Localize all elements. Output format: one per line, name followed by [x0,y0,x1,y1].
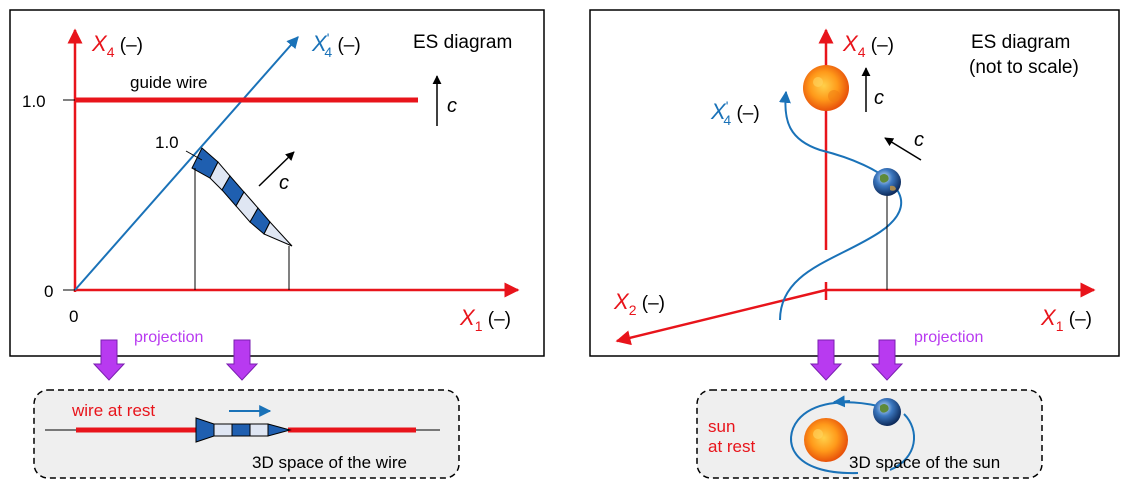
left-projection-arrows [92,339,259,381]
right-projection-label: projection [914,329,983,346]
left-frame [9,9,545,357]
left-x1-label: X1 (–) [459,305,511,334]
right-frame [589,9,1120,357]
left-projection-label: projection [134,329,203,346]
right-x4-label: X4 (–) [842,31,894,60]
left-space-box: wire at rest 3D space of the wire [33,389,460,479]
right-c-diag-arrow [884,137,922,161]
rocket-3d [195,417,292,443]
left-moving-axis [74,36,299,291]
left-c-diag-arrow [258,151,295,187]
left-x-origin-label: 0 [69,307,78,326]
earth-icon [873,168,901,196]
sun-icon [803,65,849,111]
left-tick-1-label: 1.0 [22,92,46,111]
left-space-label: 3D space of the wire [252,453,407,472]
right-diagram: X4 (–) ES diagram (not to scale) X'4 (–)… [589,9,1120,357]
earth-small-icon [873,398,901,426]
left-c-up-label: c [447,95,457,117]
sun-at-rest-line1: sun [708,417,735,436]
right-c-diag-label: c [914,129,924,151]
right-c-up-label: c [874,87,884,109]
left-x4-label: X4 (–) [91,31,143,60]
wire-at-rest-label: wire at rest [71,401,155,420]
right-x2-axis [615,288,827,346]
right-title-line2: (not to scale) [969,57,1079,78]
left-c-diag-label: c [279,172,289,194]
earth-worldline [778,90,903,321]
right-space-box: sun at rest 3D space of the sun [696,389,1043,479]
left-moving-axis-label: X'4 (–) [311,30,361,60]
right-x2-label: X2 (–) [613,289,665,318]
right-x1-label: X1 (–) [1040,305,1092,334]
sun-small-icon [804,418,848,462]
guide-wire-label: guide wire [130,73,208,92]
sun-at-rest-line2: at rest [708,437,756,456]
rocket-spacetime [185,147,293,250]
right-space-label: 3D space of the sun [849,453,1000,472]
left-title: ES diagram [413,32,512,53]
right-projection-arrows [809,339,904,381]
left-tick-0-label: 0 [44,282,53,301]
left-diagram: X4 (–) X'4 (–) ES diagram guide wire c c… [9,9,545,357]
right-moving-axis-label: X'4 (–) [710,98,760,128]
right-title-line1: ES diagram [971,32,1070,53]
rocket-length-label: 1.0 [155,133,179,152]
